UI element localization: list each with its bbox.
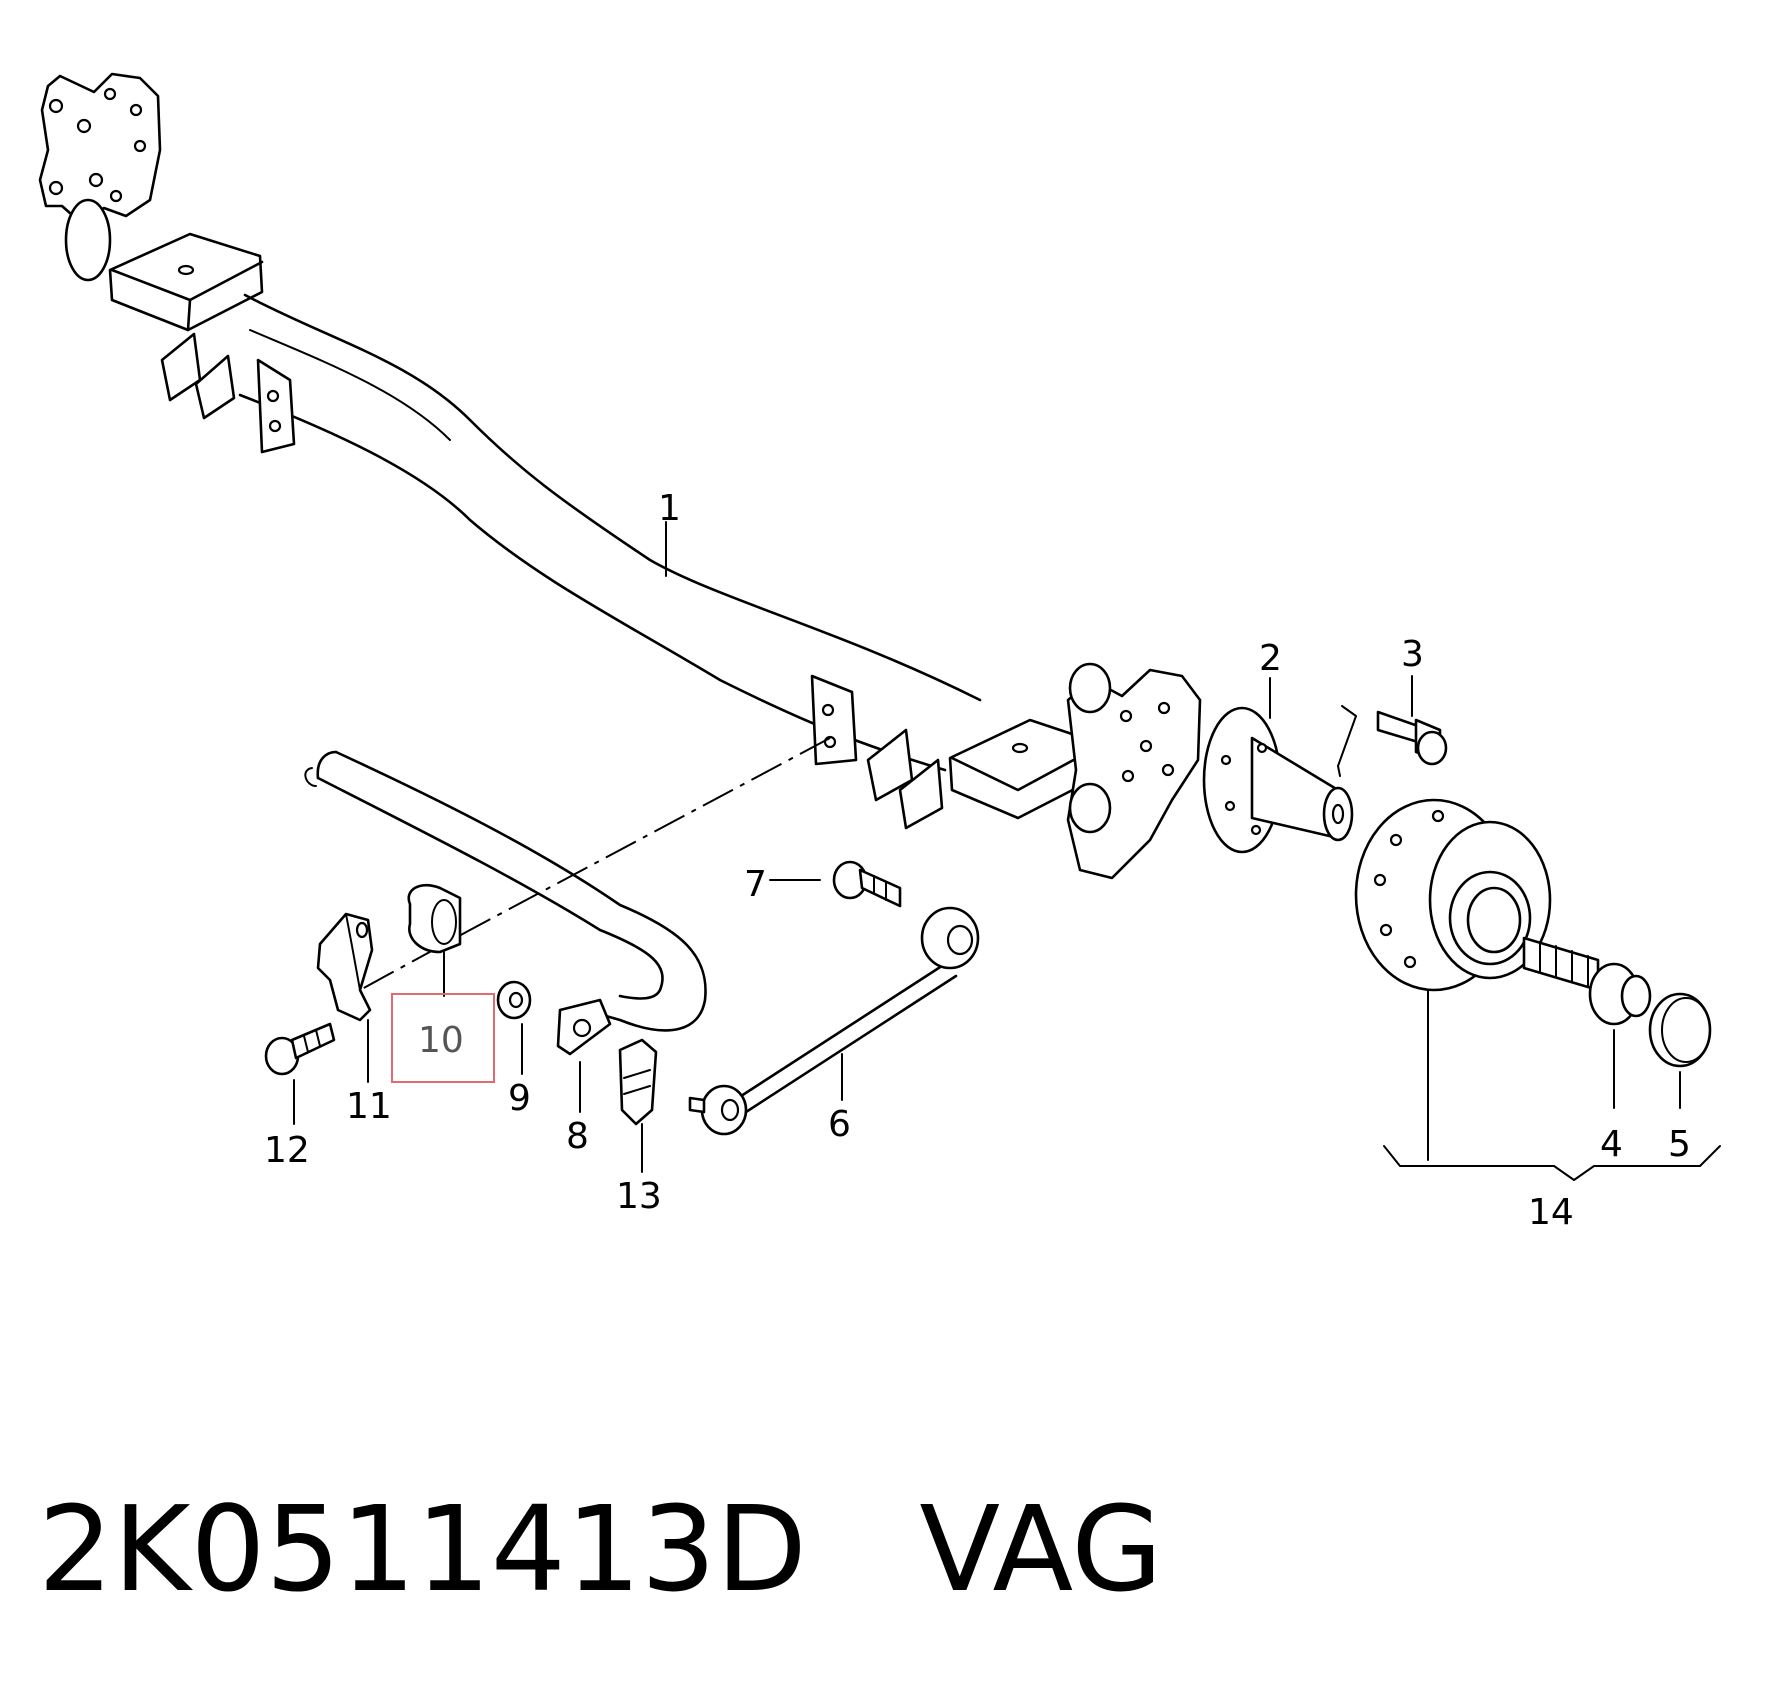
callout-7: 7 bbox=[744, 864, 767, 905]
callout-9: 9 bbox=[508, 1078, 531, 1119]
stub-axle bbox=[1202, 706, 1354, 854]
callout-14: 14 bbox=[1528, 1192, 1574, 1233]
hub-bolt-4 bbox=[1522, 936, 1652, 1026]
callout-1: 1 bbox=[658, 488, 681, 529]
brand-name: VAG bbox=[919, 1480, 1163, 1618]
bushing-10 bbox=[407, 883, 462, 954]
assembly-dashed-line bbox=[359, 737, 831, 991]
callout-4: 4 bbox=[1600, 1124, 1623, 1165]
anti-roll-bar bbox=[304, 750, 707, 1056]
callout-3: 3 bbox=[1401, 634, 1424, 675]
callout-6: 6 bbox=[828, 1104, 851, 1145]
clamp-11 bbox=[316, 912, 374, 1022]
coupling-rod-6 bbox=[688, 906, 980, 1136]
callout-2: 2 bbox=[1259, 638, 1282, 679]
bracket-13 bbox=[618, 1038, 658, 1126]
bolt-7 bbox=[832, 860, 902, 908]
dust-cap-5 bbox=[1648, 992, 1712, 1068]
callout-11: 11 bbox=[346, 1086, 392, 1127]
bolt-3 bbox=[1376, 710, 1448, 766]
part-number-caption: 2K0511413D VAG bbox=[38, 1490, 1163, 1608]
callout-12: 12 bbox=[264, 1130, 310, 1171]
caption-gap bbox=[807, 1480, 920, 1618]
nut-9 bbox=[496, 980, 532, 1020]
wheel-hub bbox=[1354, 798, 1552, 992]
callout-10: 10 bbox=[418, 1020, 464, 1061]
leader-lines bbox=[293, 521, 1721, 1181]
highlight-box bbox=[391, 993, 495, 1083]
rear-axle-beam bbox=[38, 72, 1202, 880]
callout-labels: 1 2 3 7 6 8 9 11 12 13 4 5 14 10 bbox=[264, 488, 1691, 1233]
callout-8: 8 bbox=[566, 1116, 589, 1157]
callout-5: 5 bbox=[1668, 1124, 1691, 1165]
callout-13: 13 bbox=[616, 1176, 662, 1217]
bolt-12 bbox=[264, 1022, 336, 1076]
part-number: 2K0511413D bbox=[38, 1480, 807, 1618]
